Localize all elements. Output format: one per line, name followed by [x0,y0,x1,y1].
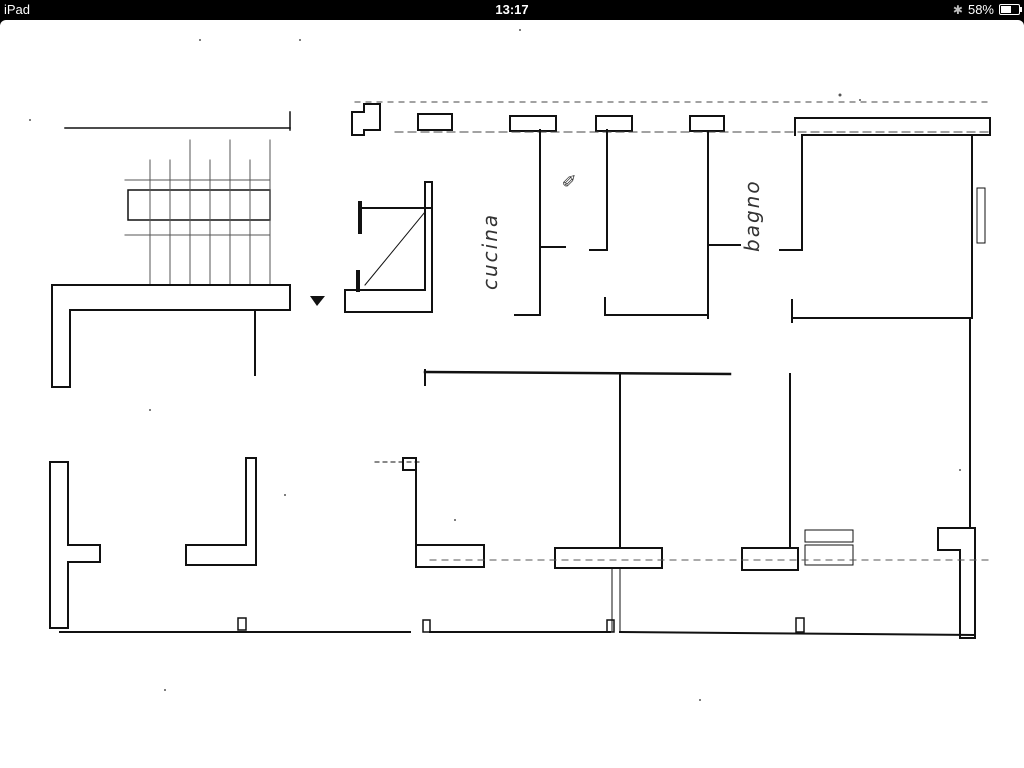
battery-percent: 58% [967,2,994,17]
document-page[interactable]: cucina bagno ✎ [0,20,1024,768]
wall-bottom-3 [402,457,485,568]
wall-left-top [51,284,291,388]
clock: 13:17 [495,2,529,17]
status-right: ✱ 58% [952,2,1022,17]
wall-bottom-2 [185,457,257,566]
staircase [64,111,291,286]
handwritten-scribble: ✎ [560,172,581,189]
wall-bottom-6 [937,527,976,639]
wall-kitchen [344,181,433,313]
wall-bottom-5 [741,547,799,571]
bluetooth-icon: ✱ [952,2,963,17]
status-bar: iPad 13:17 ✱ 58% [0,0,1024,20]
wall-right-upper [779,117,991,251]
room-label-kitchen: cucina [478,212,502,290]
device-name: iPad [4,2,31,17]
battery-fill [1001,6,1011,13]
floor-plan-drawing [29,29,991,701]
room-label-bathroom: bagno [740,179,764,252]
battery-icon [999,4,1022,15]
wall-bottom-1 [49,461,101,629]
